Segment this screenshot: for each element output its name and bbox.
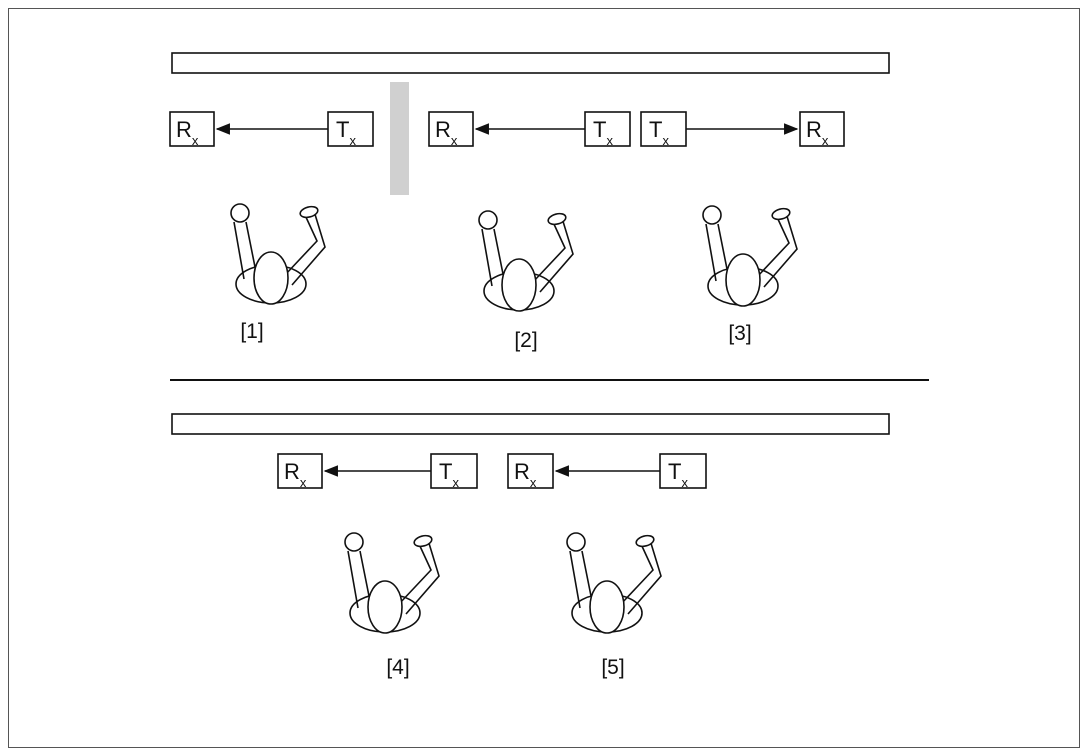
transmitter-box: Tx — [584, 111, 631, 148]
scenario-label-3: [3] — [728, 322, 751, 345]
scenario-5: Rx Tx [5] — [507, 453, 707, 679]
svg-text:Rx: Rx — [176, 117, 199, 148]
svg-text:Tx: Tx — [668, 459, 688, 490]
top-wall-bar — [171, 52, 890, 74]
receiver-box: Rx — [277, 453, 323, 490]
person-figure — [566, 532, 662, 634]
transmitter-box: Tx — [327, 111, 374, 148]
bottom-wall-bar — [171, 413, 890, 435]
scenario-3: Tx Rx [3] — [640, 111, 845, 345]
receiver-box: Rx — [169, 111, 215, 148]
scenario-label-1: [1] — [240, 320, 263, 343]
scenario-1: Rx Tx [1] — [169, 111, 374, 343]
svg-text:Rx: Rx — [284, 459, 307, 490]
person-figure — [344, 532, 440, 634]
receiver-box: Rx — [428, 111, 474, 148]
scenario-label-2: [2] — [514, 329, 537, 352]
scenario-label-5: [5] — [601, 656, 624, 679]
svg-text:Rx: Rx — [435, 117, 458, 148]
scenario-2: Rx Tx [2] — [428, 111, 631, 352]
svg-text:Rx: Rx — [806, 117, 829, 148]
svg-text:Tx: Tx — [336, 117, 356, 148]
receiver-box: Rx — [799, 111, 845, 148]
svg-text:Rx: Rx — [514, 459, 537, 490]
svg-text:Tx: Tx — [649, 117, 669, 148]
transmitter-box: Tx — [640, 111, 687, 148]
svg-text:Tx: Tx — [439, 459, 459, 490]
obstruction-barrier — [390, 82, 409, 195]
scenario-label-4: [4] — [386, 656, 409, 679]
scenario-4: Rx Tx [4] — [277, 453, 478, 679]
receiver-box: Rx — [507, 453, 554, 490]
transmitter-box: Tx — [659, 453, 707, 490]
person-figure — [478, 210, 574, 312]
person-figure — [230, 203, 326, 305]
transmitter-box: Tx — [430, 453, 478, 490]
person-figure — [702, 205, 798, 307]
svg-text:Tx: Tx — [593, 117, 613, 148]
